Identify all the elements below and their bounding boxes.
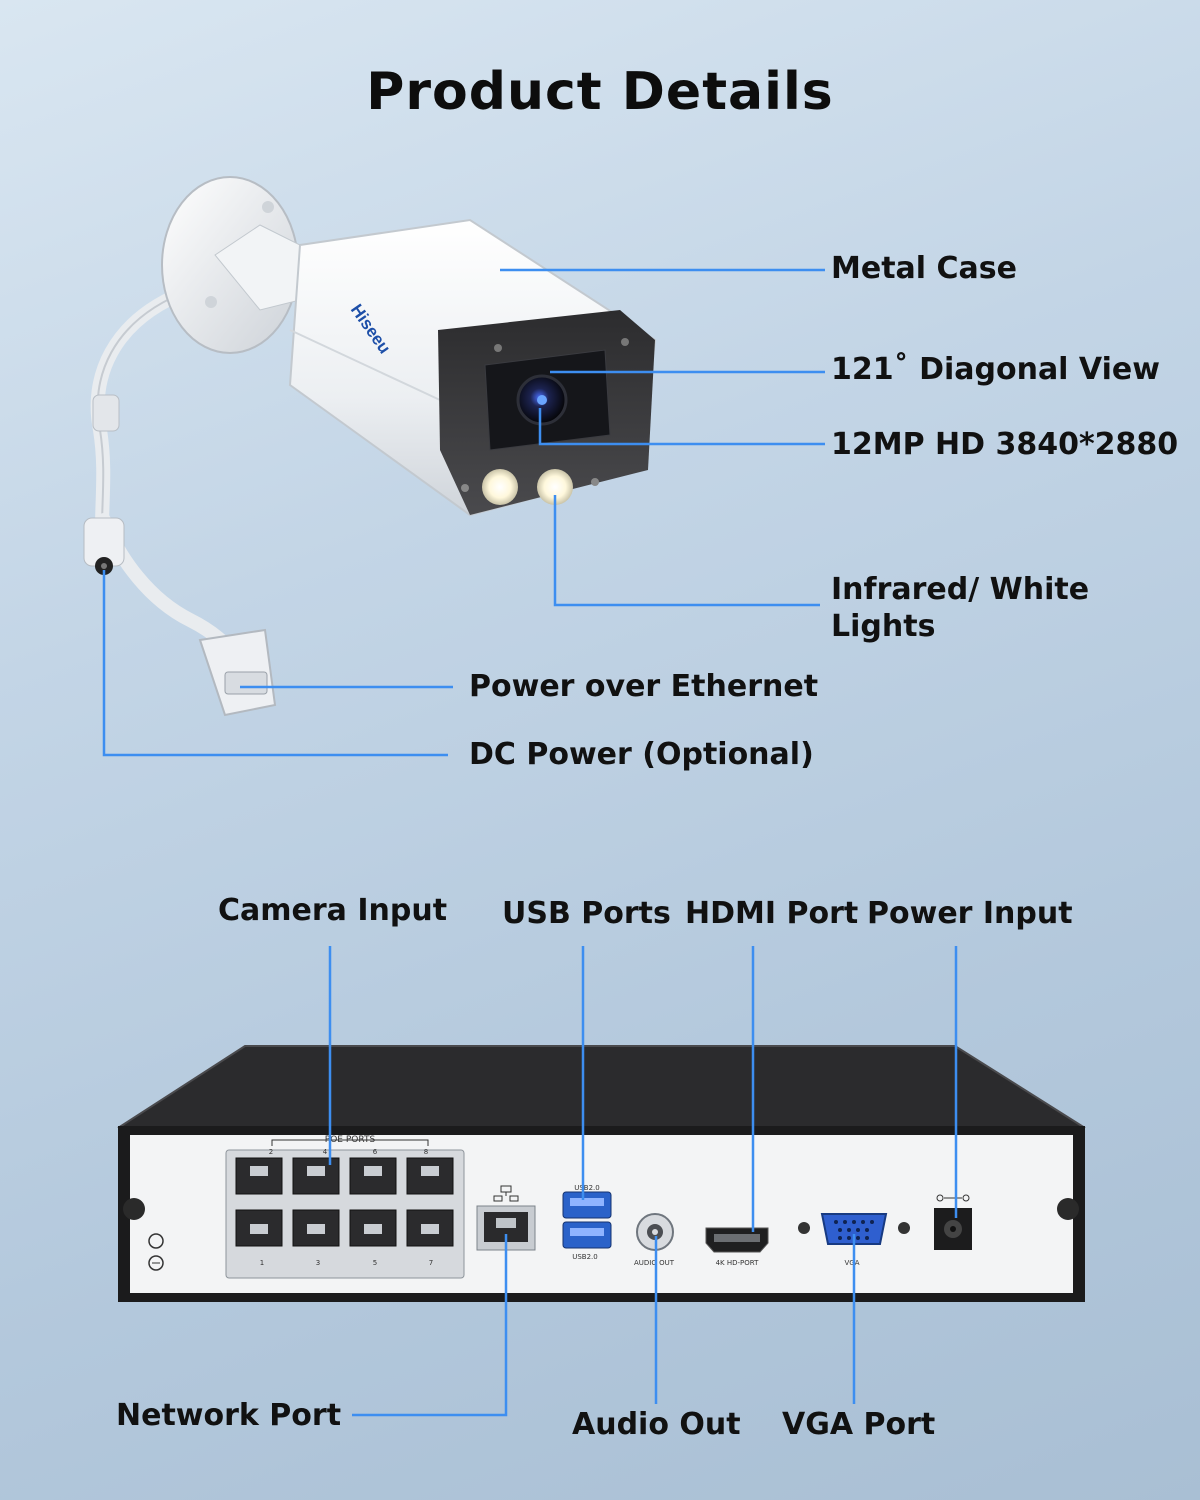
hdmi-panel-label: 4K HD-PORT <box>716 1259 760 1267</box>
polarity-icon <box>936 1194 970 1202</box>
camera-illustration: Hiseeu <box>83 176 657 717</box>
port-number: 8 <box>424 1148 428 1156</box>
page-title: Product Details <box>366 62 834 122</box>
callout-resolution: 12MP HD 3840*2880 <box>831 427 1179 462</box>
lan-icon <box>493 1185 519 1202</box>
camera-leader-lines <box>102 268 825 757</box>
nvr-illustration: POE PORTS 2 4 6 8 1 3 5 7 <box>117 1045 1086 1302</box>
nvr-leader-lines <box>328 946 958 1417</box>
port-number: 4 <box>323 1148 328 1156</box>
callout-network-port: Network Port <box>116 1398 342 1433</box>
callout-diagonal-view: 121˚ Diagonal View <box>831 352 1160 387</box>
callout-metal-case: Metal Case <box>831 251 1017 286</box>
callout-dc-power: DC Power (Optional) <box>469 737 814 772</box>
callout-camera-input: Camera Input <box>218 893 448 928</box>
callout-audio-out: Audio Out <box>572 1407 741 1442</box>
audio-panel-label: AUDIO OUT <box>634 1259 675 1267</box>
callout-vga-port: VGA Port <box>782 1407 936 1442</box>
vga-panel-label: VGA <box>844 1259 859 1267</box>
port-number: 6 <box>373 1148 378 1156</box>
callout-usb-ports: USB Ports <box>502 896 671 931</box>
port-number: 1 <box>260 1259 264 1267</box>
callout-lights: Infrared/ White Lights <box>831 572 1090 644</box>
port-number: 5 <box>373 1259 377 1267</box>
usb-bottom-label: USB2.0 <box>572 1253 598 1261</box>
callout-poe: Power over Ethernet <box>469 669 819 704</box>
port-number: 3 <box>316 1259 320 1267</box>
port-number: 2 <box>269 1148 273 1156</box>
port-number: 7 <box>429 1259 433 1267</box>
callout-power-input: Power Input <box>867 896 1073 931</box>
poe-ports-label: POE PORTS <box>325 1135 376 1145</box>
usb-top-label: USB2.0 <box>574 1184 600 1192</box>
callout-hdmi-port: HDMI Port <box>685 896 859 931</box>
